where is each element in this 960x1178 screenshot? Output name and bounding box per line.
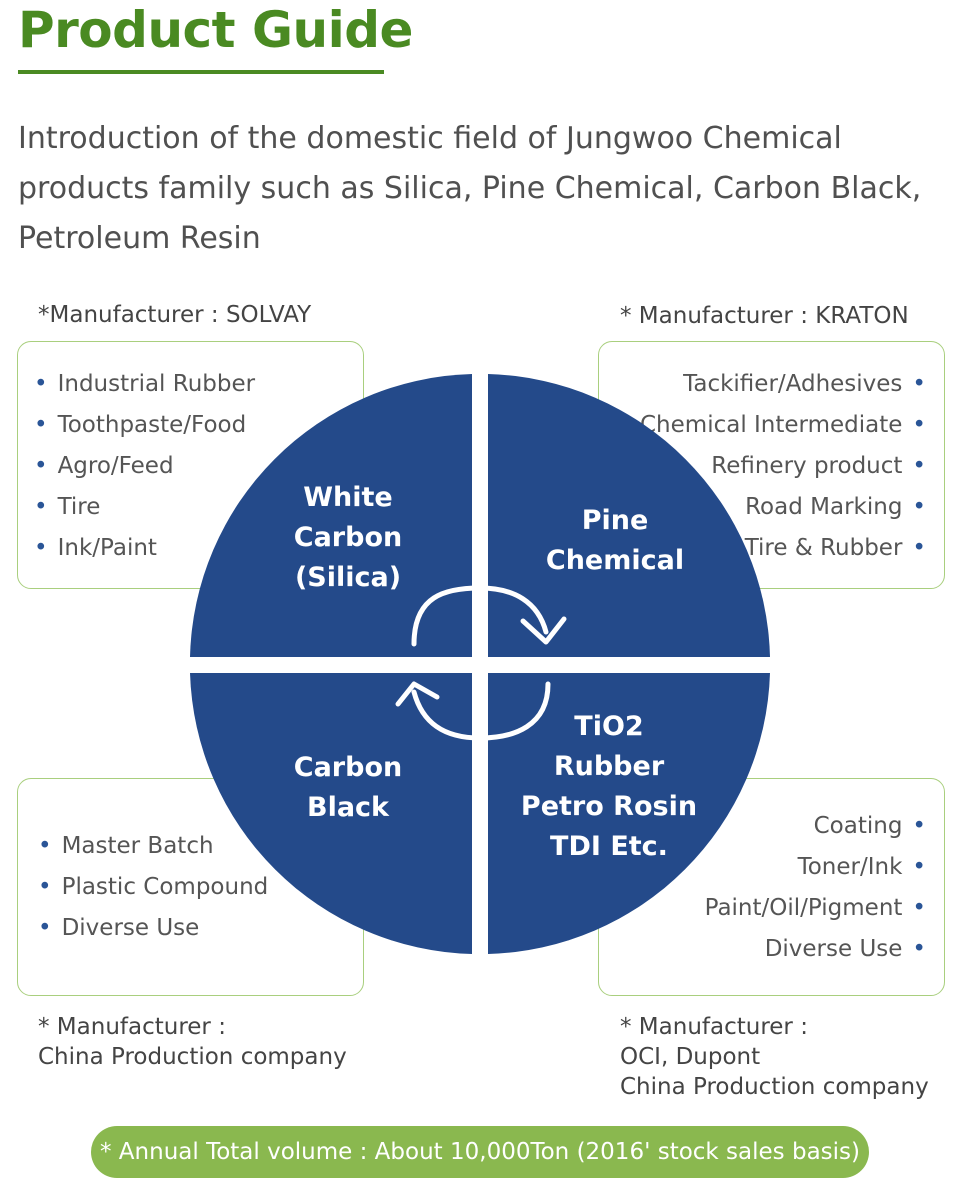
list-item: Ink/Paint bbox=[34, 528, 255, 569]
list-item: Industrial Rubber bbox=[34, 364, 256, 405]
cycle-arrow-top-icon bbox=[411, 585, 549, 647]
product-wheel bbox=[190, 374, 770, 954]
manufacturer-china: * Manufacturer : China Production compan… bbox=[38, 1014, 347, 1070]
manufacturer-oci-dupont: * Manufacturer : OCI, Dupont China Produ… bbox=[620, 1014, 929, 1100]
carbon-black-label: Carbon Black bbox=[293, 752, 403, 823]
list-item: Toothpaste/Food bbox=[34, 405, 255, 446]
carbon-black-quadrant bbox=[190, 673, 472, 954]
list-item: Master Batch bbox=[38, 826, 268, 867]
manufacturer-solvay: *Manufacturer : SOLVAY bbox=[38, 302, 312, 328]
list-item: Chemical Intermediate bbox=[640, 405, 926, 446]
list-item: Tackifier/Adhesives bbox=[640, 364, 926, 405]
list-item: Toner/Ink bbox=[705, 847, 926, 888]
list-item: Coating bbox=[705, 806, 926, 847]
tio2-label: TiO2 Rubber Petro Rosin TDI Etc. bbox=[520, 711, 698, 862]
tio2-quadrant bbox=[488, 673, 770, 954]
list-item: Diverse Use bbox=[705, 929, 926, 970]
list-item: Road Marking bbox=[640, 487, 926, 528]
list-item: Tire bbox=[34, 487, 255, 528]
manufacturer-kraton: * Manufacturer : KRATON bbox=[620, 303, 909, 329]
list-item: Plastic Compound bbox=[38, 867, 269, 908]
silica-uses-list: Industrial Rubber Toothpaste/Food Agro/F… bbox=[34, 364, 256, 569]
pine-quadrant bbox=[488, 374, 770, 657]
page-title: Product Guide bbox=[18, 1, 413, 59]
intro-text: Introduction of the domestic field of Ju… bbox=[18, 121, 922, 256]
pine-chemical-label: Pine Chemical bbox=[545, 505, 685, 576]
pine-uses-list: Tackifier/Adhesives Chemical Intermediat… bbox=[640, 364, 926, 569]
list-item: Paint/Oil/Pigment bbox=[705, 888, 926, 929]
list-item: Refinery product bbox=[640, 446, 926, 487]
silica-quadrant bbox=[190, 374, 472, 657]
silica-label: White Carbon (Silica) bbox=[293, 482, 403, 593]
cycle-arrow-bottom-icon bbox=[411, 681, 551, 741]
title-underline bbox=[18, 70, 384, 74]
cycle-arrowhead-bottom-icon bbox=[395, 681, 440, 707]
list-item: Tire & Rubber bbox=[640, 528, 926, 569]
carbon-black-uses-list: Master Batch Plastic Compound Diverse Us… bbox=[38, 826, 269, 949]
list-item: Agro/Feed bbox=[34, 446, 255, 487]
tio2-uses-list: Coating Toner/Ink Paint/Oil/Pigment Dive… bbox=[705, 806, 926, 970]
list-item: Diverse Use bbox=[38, 908, 268, 949]
cycle-arrowhead-top-icon bbox=[520, 616, 567, 645]
annual-volume-note: * Annual Total volume : About 10,000Ton … bbox=[91, 1126, 869, 1178]
